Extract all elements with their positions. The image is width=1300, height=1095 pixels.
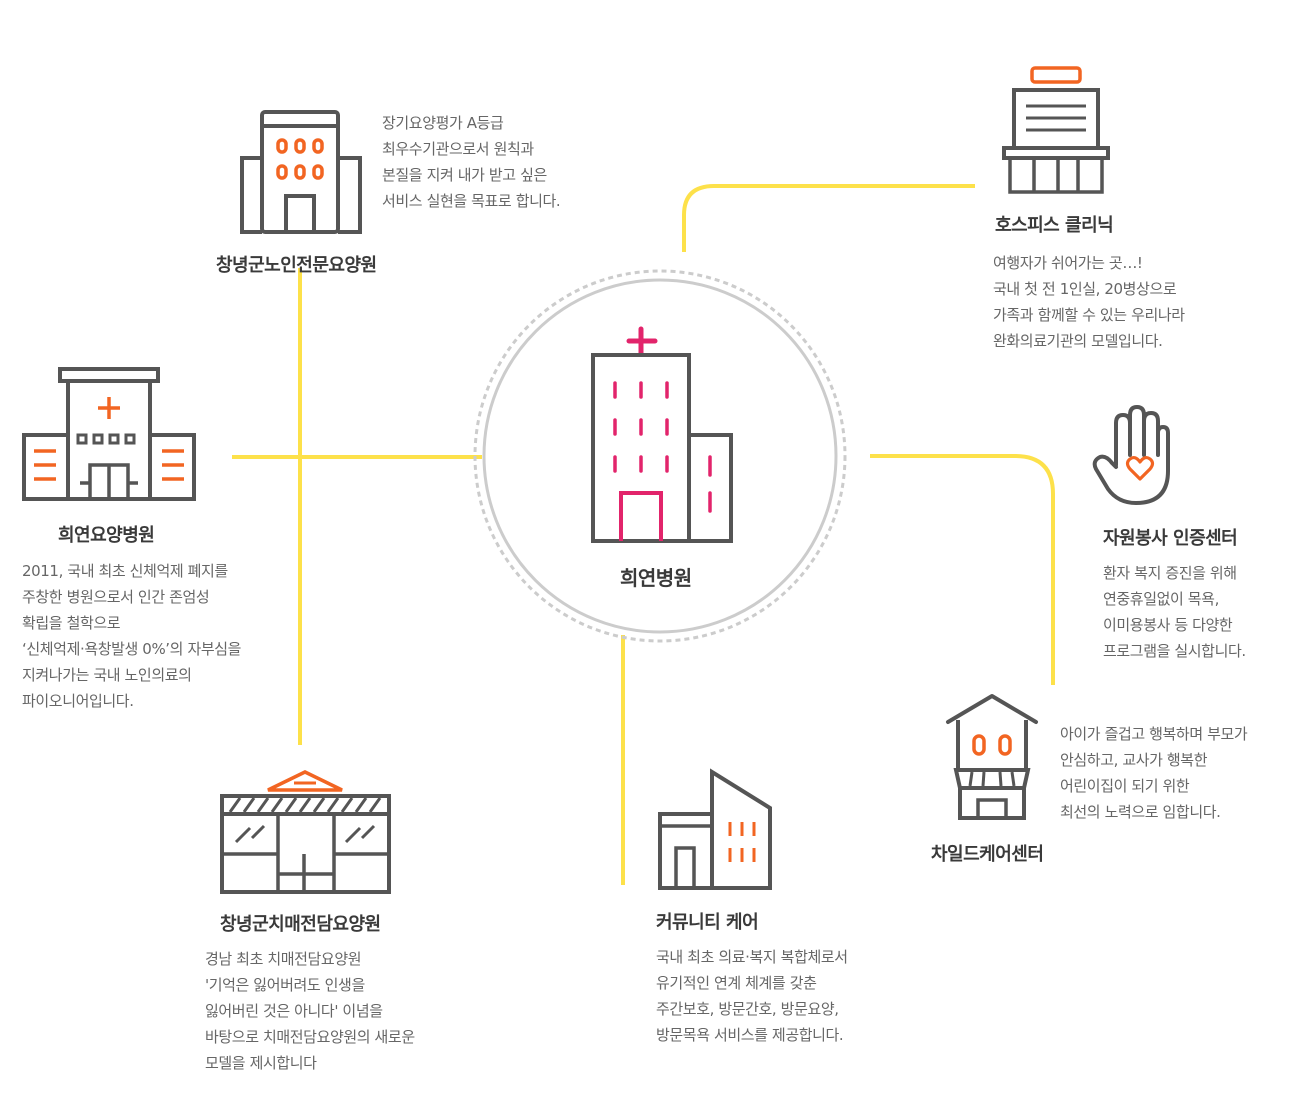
desc-line: 이미용봉사 등 다양한 xyxy=(1103,616,1233,634)
nursing-home-building-icon xyxy=(240,110,362,234)
desc-line: 아이가 즐겁고 행복하며 부모가 xyxy=(1060,725,1248,743)
desc-line: 안심하고, 교사가 행복한 xyxy=(1060,751,1208,769)
desc-line: 지켜나가는 국내 노인의료의 xyxy=(22,666,192,684)
desc-line: 국내 최초 의료·복지 복합체로서 xyxy=(656,948,848,966)
desc-line: 경남 최초 치매전담요양원 xyxy=(205,950,362,968)
desc-line: 주창한 병원으로서 인간 존엄성 xyxy=(22,588,210,606)
hand-heart-icon xyxy=(1092,405,1170,505)
volunteer-desc: 환자 복지 증진을 위해 연중휴일없이 목욕, 이미용봉사 등 다양한 프로그램… xyxy=(1103,560,1246,664)
connector-volunteer xyxy=(870,454,1055,685)
nursing-home-desc: 장기요양평가 A등급 최우수기관으로서 원칙과 본질을 지켜 내가 받고 싶은 … xyxy=(382,110,561,214)
connector-hospice xyxy=(682,184,975,252)
hospice-desc: 여행자가 쉬어가는 곳…! 국내 첫 전 1인실, 20병상으로 가족과 함께할… xyxy=(993,250,1185,354)
center-ring xyxy=(482,278,838,634)
dementia-care-desc: 경남 최초 치매전담요양원 '기억은 잃어버려도 인생을 잃어버린 것은 아니다… xyxy=(205,946,415,1076)
dementia-care-building-icon xyxy=(220,770,391,894)
desc-line: 모델을 제시합니다 xyxy=(205,1054,317,1072)
desc-line: 프로그램을 실시합니다. xyxy=(1103,642,1246,660)
desc-line: 방문목욕 서비스를 제공합니다. xyxy=(656,1026,844,1044)
hospital-building-icon xyxy=(591,326,733,543)
desc-line: 바탕으로 치매전담요양원의 새로운 xyxy=(205,1028,415,1046)
care-hospital-desc: 2011, 국내 최초 신체억제 폐지를 주창한 병원으로서 인간 존엄성 확립… xyxy=(22,558,241,714)
center-title: 희연병원 xyxy=(620,566,692,590)
desc-line: 최우수기관으로서 원칙과 xyxy=(382,140,534,158)
care-hospital-building-icon xyxy=(22,367,196,501)
desc-line: 파이오니어입니다. xyxy=(22,692,134,710)
desc-line: 최선의 노력으로 임합니다. xyxy=(1060,803,1221,821)
desc-line: 국내 첫 전 1인실, 20병상으로 xyxy=(993,280,1177,298)
desc-line: 가족과 함께할 수 있는 우리나라 xyxy=(993,306,1185,324)
childcare-desc: 아이가 즐겁고 행복하며 부모가 안심하고, 교사가 행복한 어린이집이 되기 … xyxy=(1060,721,1248,825)
desc-line: 완화의료기관의 모델입니다. xyxy=(993,332,1163,350)
community-care-building-icon xyxy=(658,768,772,890)
community-care-desc: 국내 최초 의료·복지 복합체로서 유기적인 연계 체계를 갖춘 주간보호, 방… xyxy=(656,944,848,1048)
childcare-house-icon xyxy=(946,694,1038,820)
desc-line: '기억은 잃어버려도 인생을 xyxy=(205,976,365,994)
desc-line: 어린이집이 되기 위한 xyxy=(1060,777,1190,795)
desc-line: 장기요양평가 A등급 xyxy=(382,114,504,132)
desc-line: ‘신체억제·욕창발생 0%’의 자부심을 xyxy=(22,640,242,658)
community-care-title: 커뮤니티 케어 xyxy=(656,912,759,933)
hospice-title: 호스피스 클리닉 xyxy=(995,215,1114,236)
desc-line: 환자 복지 증진을 위해 xyxy=(1103,564,1237,582)
volunteer-title: 자원봉사 인증센터 xyxy=(1103,528,1238,549)
center-ring-dashed xyxy=(473,269,847,643)
hospice-building-icon xyxy=(1002,66,1110,194)
desc-line: 확립을 철학으로 xyxy=(22,614,121,632)
desc-line: 연중휴일없이 목욕, xyxy=(1103,590,1219,608)
desc-line: 본질을 지켜 내가 받고 싶은 xyxy=(382,166,547,184)
desc-line: 주간보호, 방문간호, 방문요양, xyxy=(656,1000,839,1018)
desc-line: 유기적인 연계 체계를 갖춘 xyxy=(656,974,817,992)
dementia-care-title: 창녕군치매전담요양원 xyxy=(220,914,381,935)
desc-line: 2011, 국내 최초 신체억제 폐지를 xyxy=(22,562,228,580)
desc-line: 여행자가 쉬어가는 곳…! xyxy=(993,254,1143,272)
desc-line: 서비스 실현을 목표로 합니다. xyxy=(382,192,561,210)
childcare-title: 차일드케어센터 xyxy=(931,844,1044,865)
care-hospital-title: 희연요양병원 xyxy=(58,525,155,546)
nursing-home-title: 창녕군노인전문요양원 xyxy=(216,255,377,276)
desc-line: 잃어버린 것은 아니다' 이념을 xyxy=(205,1002,383,1020)
